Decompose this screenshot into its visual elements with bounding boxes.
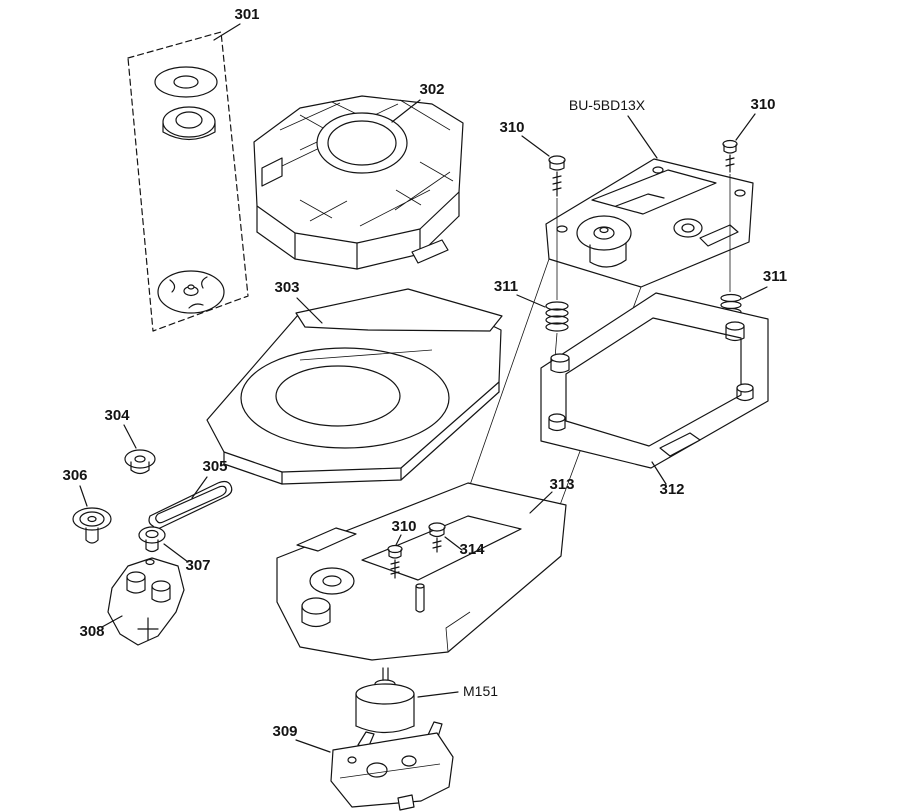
callout-310-lower: 310	[391, 518, 417, 546]
callout-m151: M151	[417, 683, 498, 699]
callout-305-label: 305	[202, 458, 227, 475]
part-309-bracket	[330, 721, 454, 811]
part-303-tray	[206, 288, 503, 485]
callout-301: 301	[213, 6, 260, 41]
part-301-washer-set	[127, 31, 249, 332]
callout-303-label: 303	[274, 279, 299, 296]
callout-304-label: 304	[104, 407, 130, 424]
part-313-chassis	[276, 482, 567, 661]
callout-311-right: 311	[741, 268, 787, 300]
part-312-frame	[540, 292, 769, 469]
callout-302-label: 302	[419, 81, 444, 98]
callout-309-label: 309	[272, 723, 297, 740]
part-306-pulley	[72, 507, 112, 544]
part-305-belt	[148, 480, 233, 530]
callout-310-upper-right-label: 310	[750, 96, 775, 113]
part-m151-motor	[355, 667, 415, 734]
callout-302: 302	[391, 81, 445, 123]
callout-313-label: 313	[549, 476, 574, 493]
callout-307-label: 307	[185, 557, 210, 574]
callout-306: 306	[62, 467, 88, 507]
screw-310-upper-left	[548, 155, 566, 300]
callout-301-label: 301	[234, 6, 259, 23]
callout-310-lower-label: 310	[391, 518, 416, 535]
callout-313: 313	[529, 476, 575, 514]
callout-310-upper-left: 310	[499, 119, 550, 157]
callout-311-left-label: 311	[494, 278, 518, 295]
motor-model-label: M151	[463, 683, 498, 699]
callout-312: 312	[651, 461, 685, 498]
callout-307: 307	[163, 543, 211, 574]
screw-310-upper-right	[722, 139, 738, 292]
callout-303: 303	[274, 279, 323, 324]
part-307-gear	[138, 526, 166, 553]
screw-314	[428, 522, 446, 553]
spring-311-left	[545, 301, 569, 359]
callout-312-label: 312	[659, 481, 684, 498]
callout-bu5bd13x: BU-5BD13X	[569, 97, 658, 159]
callout-306-label: 306	[62, 467, 87, 484]
callout-310-upper-left-label: 310	[499, 119, 524, 136]
callout-308: 308	[79, 615, 123, 640]
callout-309: 309	[272, 723, 331, 753]
callout-311-left: 311	[494, 278, 546, 308]
callout-308-label: 308	[79, 623, 104, 640]
screw-310-lower	[387, 544, 403, 579]
callout-304: 304	[104, 407, 137, 449]
callout-311-right-label: 311	[763, 268, 787, 285]
part-304-pulley	[124, 449, 156, 475]
part-bu5bd13x-assembly	[469, 158, 754, 506]
callout-305: 305	[191, 458, 228, 499]
callout-314-label: 314	[459, 541, 485, 558]
assembly-model-label: BU-5BD13X	[569, 97, 646, 113]
callout-310-upper-right: 310	[735, 96, 776, 141]
callout-314: 314	[444, 536, 485, 558]
part-302-cover	[253, 95, 464, 270]
part-308-bracket-assembly	[107, 557, 185, 646]
